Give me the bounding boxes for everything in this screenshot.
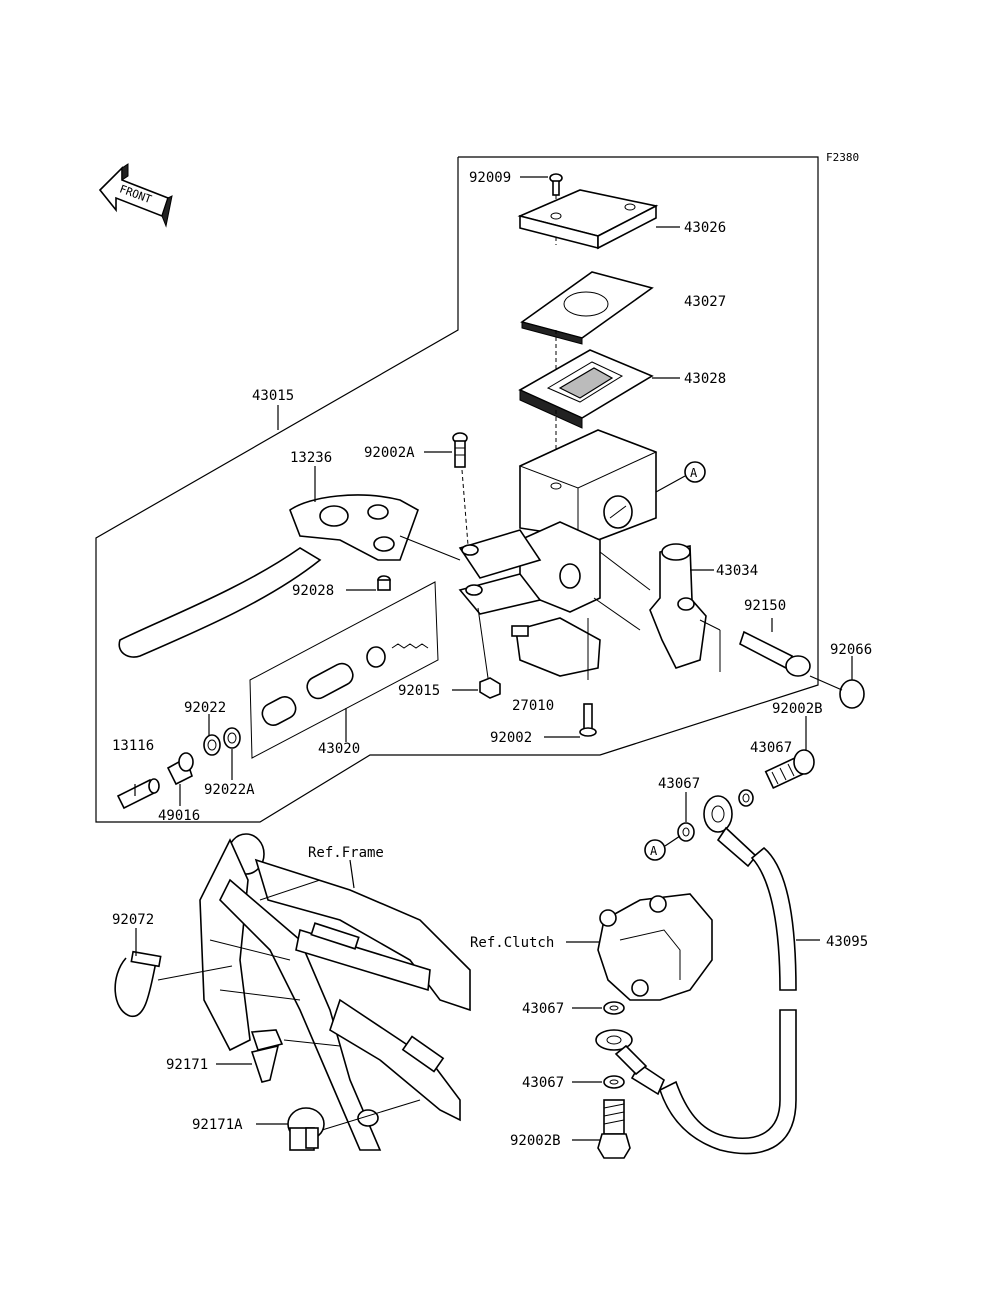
label-43020: 43020 <box>318 741 360 757</box>
pin-13116 <box>116 778 160 810</box>
label-43095: 43095 <box>826 934 868 950</box>
screw-92009 <box>549 173 563 196</box>
clamp-43034 <box>649 543 721 672</box>
label-92015: 92015 <box>398 683 440 699</box>
washer-43067-c <box>603 1001 625 1015</box>
bolt-92002B-top <box>764 749 815 789</box>
collar-49016 <box>166 752 194 786</box>
label-43067-a: 43067 <box>750 740 792 756</box>
washer-92022A <box>223 727 241 749</box>
label-92002A: 92002A <box>364 445 415 461</box>
label-92002B-top: 92002B <box>772 701 823 717</box>
label-ref-clutch: Ref.Clutch <box>470 935 554 951</box>
clamp-92171A <box>287 1107 325 1151</box>
label-ref-frame: Ref.Frame <box>308 845 384 861</box>
label-43067-c: 43067 <box>522 1001 564 1017</box>
cap-92066 <box>839 679 865 709</box>
frame-illustration <box>199 833 471 1151</box>
label-92171: 92171 <box>166 1057 208 1073</box>
switch-27010 <box>511 617 601 680</box>
screw-92002A <box>452 432 468 468</box>
label-43028: 43028 <box>684 371 726 387</box>
banjo-fitting-upper <box>703 795 758 868</box>
diaphragm-43028 <box>518 349 654 429</box>
label-92072: 92072 <box>112 912 154 928</box>
label-92002: 92002 <box>490 730 532 746</box>
label-49016: 49016 <box>158 808 200 824</box>
washer-43067-a <box>738 789 754 807</box>
label-92022A: 92022A <box>204 782 255 798</box>
clamp-92171 <box>250 1029 284 1083</box>
banjo-fitting-lower <box>595 1029 648 1076</box>
label-92022: 92022 <box>184 700 226 716</box>
plate-43027 <box>520 271 654 345</box>
washer-43067-d <box>603 1075 625 1089</box>
label-43015: 43015 <box>252 388 294 404</box>
bushing-92028 <box>377 575 391 591</box>
circle-marker-lower: A <box>650 844 658 858</box>
label-92150: 92150 <box>744 598 786 614</box>
diagram-code: F2380 <box>826 151 859 164</box>
bolt-92150 <box>739 630 811 677</box>
label-43027: 43027 <box>684 294 726 310</box>
label-13116: 13116 <box>112 738 154 754</box>
label-27010: 27010 <box>512 698 554 714</box>
nut-92015 <box>479 677 501 699</box>
front-arrow-icon: FRONT <box>98 163 173 228</box>
screw-92002 <box>579 703 597 737</box>
label-92028: 92028 <box>292 583 334 599</box>
label-13236: 13236 <box>290 450 332 466</box>
label-43067-b: 43067 <box>658 776 700 792</box>
label-92171A: 92171A <box>192 1117 243 1133</box>
label-92002B-bottom: 92002B <box>510 1133 561 1149</box>
label-43067-d: 43067 <box>522 1075 564 1091</box>
washer-43067-b <box>677 822 695 842</box>
group-boundary <box>95 156 819 823</box>
master-cylinder-body <box>458 429 658 615</box>
reservoir-cap-43026 <box>517 189 659 250</box>
piston-kit-box <box>249 581 439 759</box>
label-92066: 92066 <box>830 642 872 658</box>
label-92009: 92009 <box>469 170 511 186</box>
label-43026: 43026 <box>684 220 726 236</box>
washer-92022 <box>203 734 221 756</box>
piston-kit-43020 <box>261 643 429 726</box>
bolt-92002B-bottom <box>597 1099 631 1159</box>
label-43034: 43034 <box>716 563 758 579</box>
clutch-slave-cylinder <box>597 893 713 1001</box>
band-92072 <box>114 950 162 1017</box>
circle-marker-upper: A <box>690 466 698 480</box>
clutch-lever-13236 <box>118 494 419 658</box>
